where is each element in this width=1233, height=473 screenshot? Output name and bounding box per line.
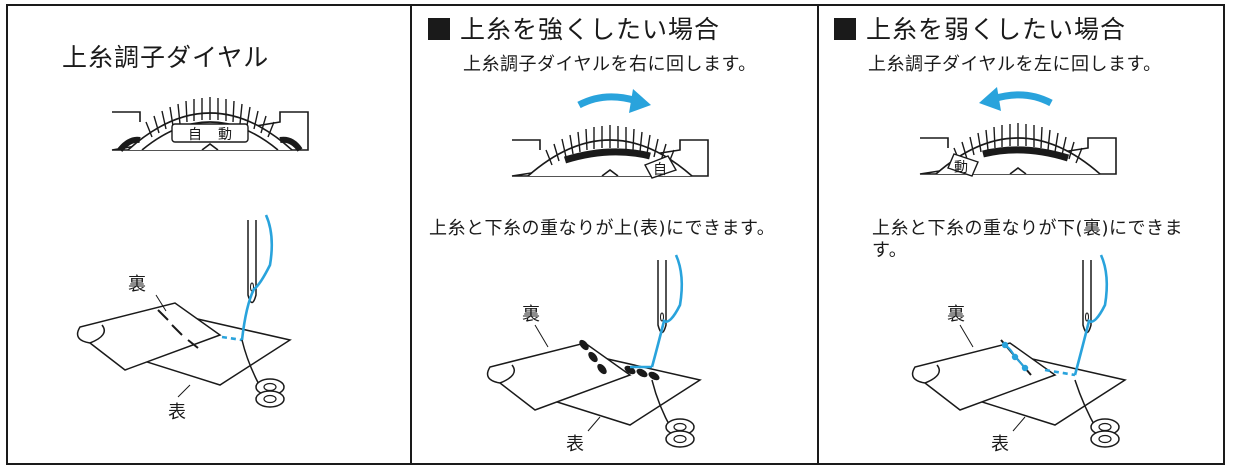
panel3-description: 上糸と下糸の重なりが下(裏)にできます。 <box>872 218 1184 261</box>
dial-label-a: 自 <box>188 127 202 143</box>
panel2-instruction: 上糸調子ダイヤルを右に回します。 <box>463 54 757 75</box>
label-front: 表 <box>566 434 584 455</box>
square-bullet-icon <box>428 18 450 40</box>
label-front: 表 <box>168 402 186 423</box>
square-bullet-icon <box>834 18 856 40</box>
label-back: 裏 <box>947 304 965 325</box>
label-back: 裏 <box>128 274 146 295</box>
panel2-title-text: 上糸を強くしたい場合 <box>460 15 721 44</box>
panel3-instruction: 上糸調子ダイヤルを左に回します。 <box>868 54 1162 75</box>
panel2-description: 上糸と下糸の重なりが上(表)にできます。 <box>429 218 776 239</box>
panel-divider-1 <box>410 4 412 465</box>
left-arrow-icon <box>979 87 1053 111</box>
dial-label: 自 <box>653 162 667 178</box>
dial-turned-left-illustration: 動 <box>919 123 1117 177</box>
dial-label-b: 動 <box>218 127 232 143</box>
right-arrow-icon <box>577 89 651 113</box>
dial-illustration: 自 動 <box>111 97 309 152</box>
dial-turned-right-illustration: 自 <box>511 125 709 179</box>
label-back: 裏 <box>522 304 540 325</box>
stitch-illustration <box>76 214 292 408</box>
panel3-title: 上糸を弱くしたい場合 <box>834 10 1126 46</box>
panel-divider-2 <box>817 4 819 465</box>
outer-frame <box>6 4 1225 465</box>
dial-label: 動 <box>954 160 968 176</box>
label-front: 表 <box>991 434 1009 455</box>
panel2-title: 上糸を強くしたい場合 <box>428 10 720 46</box>
stitch-top-illustration <box>486 254 702 448</box>
stitch-bottom-illustration <box>911 254 1127 448</box>
panel3-title-text: 上糸を弱くしたい場合 <box>866 15 1127 44</box>
panel1-title: 上糸調子ダイヤル <box>62 43 270 72</box>
